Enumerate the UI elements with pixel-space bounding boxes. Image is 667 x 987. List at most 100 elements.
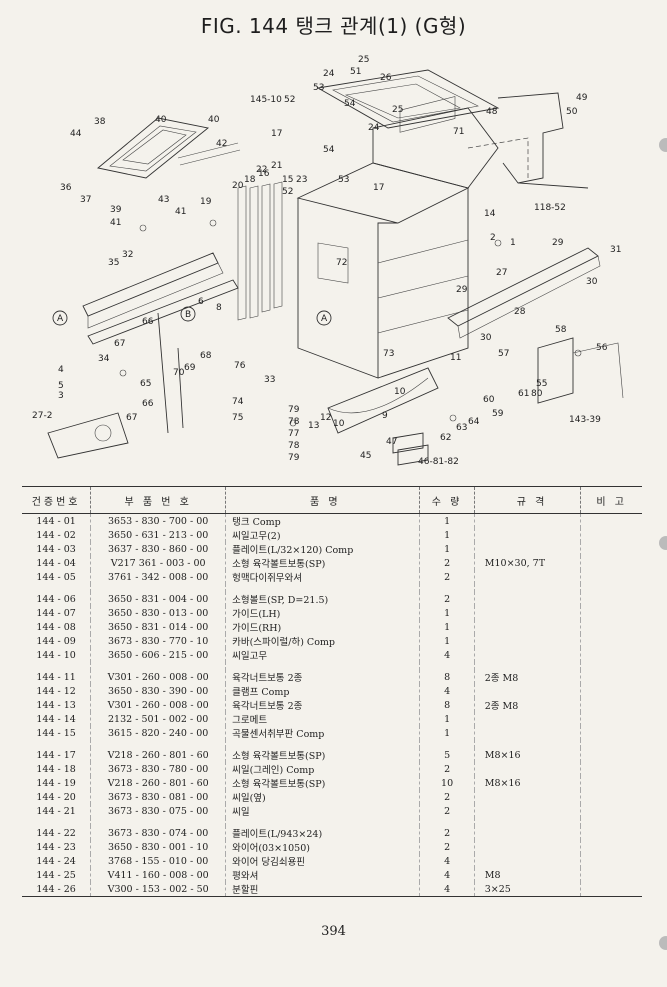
col-part-number: 부 품 번 호 (90, 486, 226, 514)
spacer-cell (473, 662, 581, 670)
spec-cell (473, 826, 581, 840)
ref-no-cell: 144 - 08 (36, 621, 76, 633)
callout-label: 14 (484, 209, 496, 219)
callout-label: 143-39 (569, 415, 601, 425)
part-name-cell: 씨일고무 (225, 648, 420, 662)
callout-label: 62 (440, 433, 451, 443)
group-spacer (22, 818, 642, 826)
remarks-cell (580, 556, 642, 570)
callout-label: 73 (383, 349, 394, 359)
spacer-cell (22, 584, 91, 592)
quantity-cell: 1 (419, 606, 475, 620)
callout-label: 75 (232, 413, 243, 423)
remarks-cell (580, 684, 642, 698)
callout-label: 59 (492, 409, 504, 419)
ref-no-cell: 144 - 19 (36, 777, 76, 789)
callout-label: 44 (70, 129, 82, 139)
callout-label: 4 (58, 365, 64, 375)
quantity-cell: 2 (419, 556, 475, 570)
callout-label: 78 (288, 441, 300, 451)
callout-label: 41 (175, 207, 186, 217)
part-name-cell: 분할핀 (225, 882, 420, 897)
part-number-cell: 3673 - 830 - 770 - 10 (90, 634, 226, 648)
callout-label: 66 (142, 317, 154, 327)
callout-label: 63 (456, 423, 467, 433)
callout-label: 64 (468, 417, 480, 427)
callout-label: 17 (373, 183, 384, 193)
quantity-cell: 2 (419, 804, 475, 818)
callout-label: 39 (110, 205, 122, 215)
part-name-cell: 소형볼트(SP, D=21.5) (225, 592, 420, 606)
remarks-cell (580, 634, 642, 648)
callout-label: 76 (234, 361, 246, 371)
callout-label: 30 (480, 333, 492, 343)
callout-label: 30 (586, 277, 598, 287)
part-number-cell: V411 - 160 - 008 - 00 (90, 868, 226, 882)
spec-cell: 2종 M8 (473, 670, 581, 684)
callout-label: 17 (271, 129, 282, 139)
callout-label: 37 (80, 195, 91, 205)
part-number-cell: 2132 - 501 - 002 - 00 (90, 712, 226, 726)
spec-cell: M8 (473, 868, 581, 882)
part-name-cell: 가이드(RH) (225, 620, 420, 634)
part-number-cell: V301 - 260 - 008 - 00 (90, 670, 226, 684)
remarks-cell (580, 868, 642, 882)
callout-label: 21 (271, 161, 282, 171)
spec-cell (473, 840, 581, 854)
remarks-cell (580, 826, 642, 840)
part-name-cell: 소형 육각볼트보통(SP) (225, 748, 420, 762)
callout-label: 9 (382, 411, 388, 421)
callout-label: 35 (108, 258, 119, 268)
callout-label: 12 (320, 413, 331, 423)
callout-label: 71 (453, 127, 464, 137)
callout-label: 28 (514, 307, 526, 317)
quantity-cell: 2 (419, 790, 475, 804)
part-number-cell: 3761 - 342 - 008 - 00 (90, 570, 226, 584)
group-spacer (22, 740, 642, 748)
page-title: FIG. 144 탱크 관계(1) (G형) (200, 14, 467, 38)
part-name-cell: 육각너트보통 2종 (225, 670, 420, 684)
callout-label: 3 (58, 391, 64, 401)
part-name-cell: 플레이트(L/943×24) (225, 826, 420, 840)
remarks-cell (580, 542, 642, 556)
binder-hole (659, 936, 667, 950)
remarks-cell (580, 748, 642, 762)
spec-cell (473, 790, 581, 804)
callout-label: 49 (576, 93, 588, 103)
group-spacer (22, 662, 642, 670)
callout-label: 79 (288, 453, 300, 463)
part-number-cell: 3673 - 830 - 780 - 00 (90, 762, 226, 776)
remarks-cell (580, 606, 642, 620)
part-name-cell: 평와셔 (225, 868, 420, 882)
callout-label: 34 (98, 354, 110, 364)
spacer-cell (22, 818, 91, 826)
part-number-cell: V217 361 - 003 - 00 (90, 556, 226, 570)
ref-no-cell: 144 - 04 (36, 557, 76, 569)
callout-label: 51 (350, 67, 361, 77)
callout-label: 52 (284, 95, 295, 105)
callout-label: 45 (360, 451, 371, 461)
spec-cell (473, 620, 581, 634)
quantity-cell: 2 (419, 762, 475, 776)
quantity-cell: 1 (419, 542, 475, 556)
callout-label: 13 (308, 421, 319, 431)
remarks-cell (580, 854, 642, 868)
ref-no-cell: 144 - 20 (36, 791, 76, 803)
spacer-cell (473, 584, 581, 592)
spec-cell (473, 606, 581, 620)
remarks-cell (580, 648, 642, 662)
callout-label: 1 (510, 238, 516, 248)
callout-label: 22 (256, 165, 267, 175)
quantity-cell: 2 (419, 592, 475, 606)
